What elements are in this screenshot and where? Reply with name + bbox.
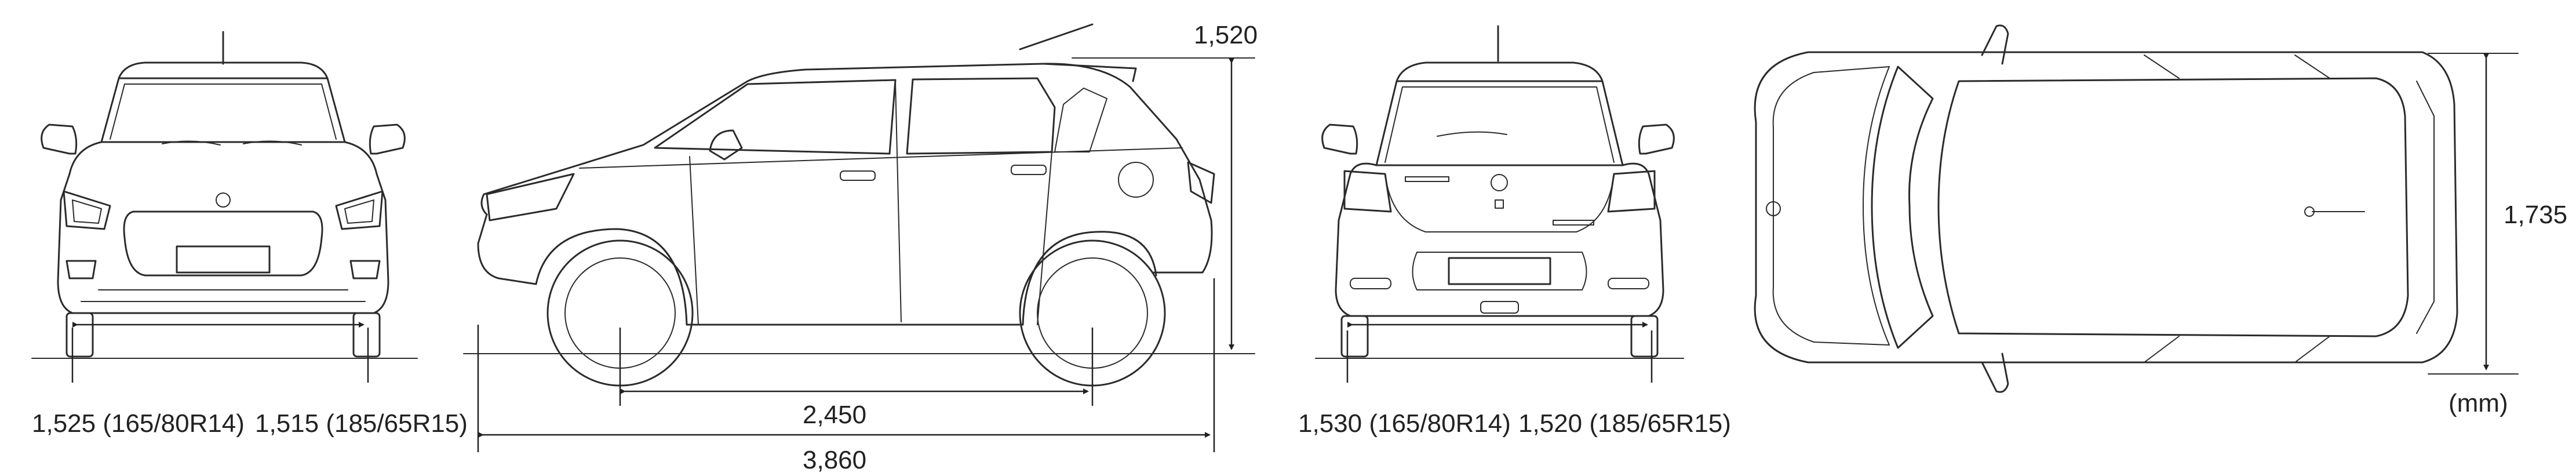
side-view: 1,520 2,450 3,860: [463, 21, 1258, 474]
rear-track-label-left: 1,530 (165/80R14): [1298, 409, 1511, 438]
unit-note: (mm): [2449, 389, 2508, 417]
rear-view: 1,530 (165/80R14) 1,520 (185/65R15): [1298, 25, 1731, 438]
front-track-label-right: 1,515 (185/65R15): [255, 409, 468, 438]
side-length-label: 3,860: [803, 446, 866, 473]
front-view: 1,525 (165/80R14) 1,515 (185/65R15): [31, 31, 468, 438]
front-track-label-left: 1,525 (165/80R14): [32, 409, 245, 438]
top-width-label: 1,735: [2504, 201, 2567, 229]
rear-track-label-right: 1,520 (185/65R15): [1518, 409, 1731, 438]
top-view: 1,735 (mm): [1754, 24, 2567, 417]
side-height-label: 1,520: [1194, 21, 1258, 49]
side-wheelbase-label: 2,450: [803, 401, 866, 429]
